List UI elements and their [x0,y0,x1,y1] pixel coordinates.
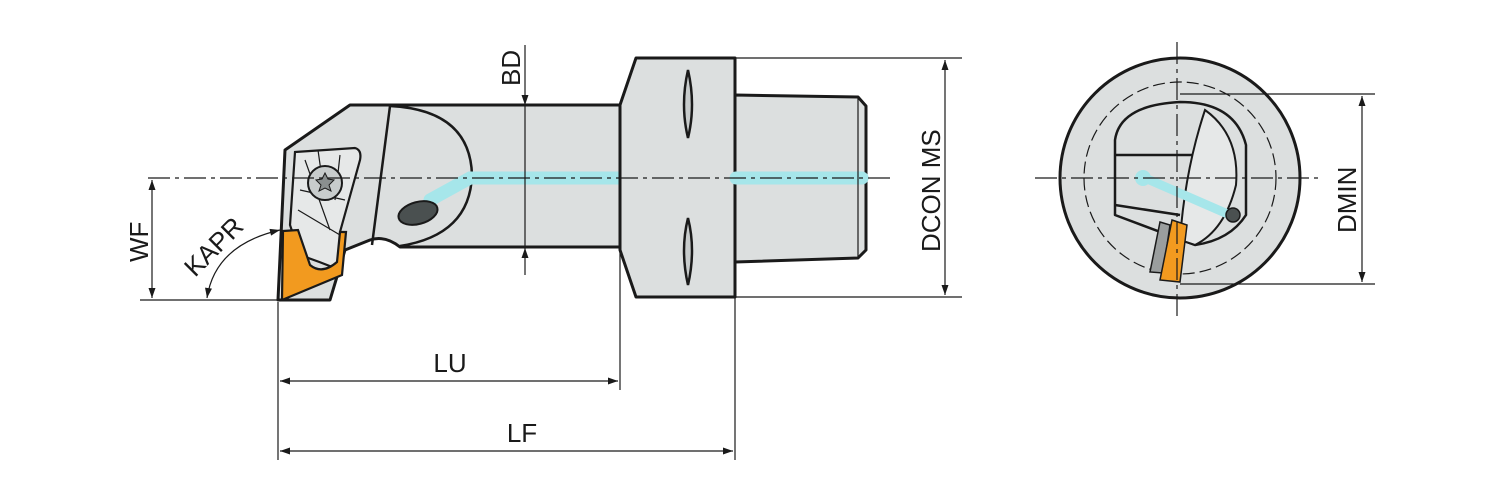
wf-label: WF [124,222,154,262]
end-view: DMIN [1035,42,1375,320]
insert-end [1159,219,1188,283]
coolant-outlet-end [1225,207,1241,223]
torx-icon [314,171,336,192]
dmin-label: DMIN [1332,167,1362,233]
insert [280,228,348,302]
side-view: BD DCON MS WF KAPR LU LF [124,45,962,460]
flange-slot-top [682,69,694,139]
coolant-end [1140,173,1235,220]
kapr-arc [205,228,281,299]
coolant-outlet [397,200,439,226]
flange-slot-bottom [682,217,694,286]
lu-label: LU [433,348,466,378]
dmin-circle [1083,81,1277,275]
tool-head [276,103,622,302]
lf-label: LF [507,418,537,448]
bd-label: BD [496,50,526,86]
dcon-ms-label: DCON MS [916,129,946,252]
